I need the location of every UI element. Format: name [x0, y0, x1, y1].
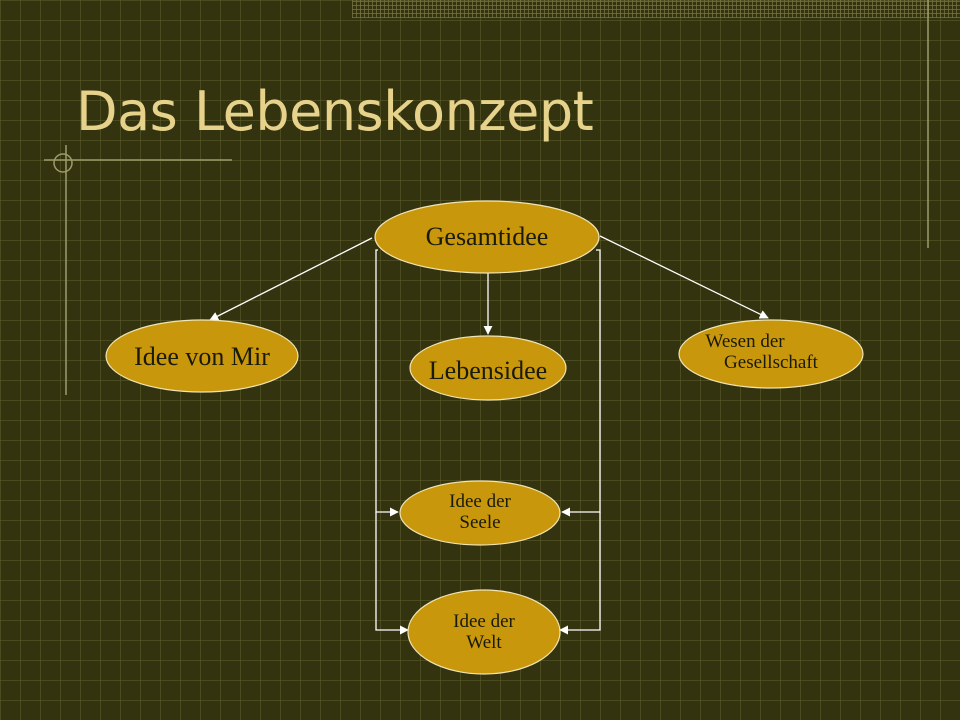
label-idee-der-seele-line2: Seele	[459, 512, 501, 533]
edge-right-bracket-seele	[561, 249, 601, 517]
node-idee-der-welt	[407, 589, 561, 675]
label-idee-von-mir-text: Idee von Mir	[134, 341, 270, 371]
edge-gesamtidee-wesen-der-gesellschaft	[599, 235, 769, 319]
label-wesen-der-gesellschaft-line1: Wesen der	[705, 331, 785, 353]
node-lebensidee	[409, 335, 567, 401]
label-gesamtidee: Gesamtidee	[375, 213, 599, 261]
node-gesamtidee	[374, 200, 600, 274]
edge-gesamtidee-idee-der-welt	[375, 512, 409, 635]
label-idee-der-seele-line1: Idee der	[449, 491, 511, 513]
label-wesen-der-gesellschaft: Wesen der Gesellschaft	[679, 324, 863, 382]
edge-gesamtidee-idee-von-mir	[209, 237, 373, 321]
label-lebensidee: Lebensidee	[410, 348, 566, 394]
label-idee-der-welt-line1: Idee der	[453, 611, 515, 633]
label-idee-der-welt-line2: Welt	[466, 632, 502, 653]
decorative-crosshair	[44, 145, 232, 395]
nodes	[105, 200, 864, 675]
slide-title: Das Lebenskonzept	[76, 80, 594, 143]
label-idee-von-mir: Idee von Mir	[106, 334, 298, 380]
connectors	[209, 235, 769, 635]
node-wesen-der-gesellschaft	[678, 319, 864, 389]
node-idee-von-mir	[105, 319, 299, 393]
label-idee-der-welt: Idee der Welt	[408, 604, 560, 662]
edge-gesamtidee-idee-der-seele	[375, 249, 399, 517]
label-lebensidee-text: Lebensidee	[428, 355, 548, 385]
node-idee-der-seele	[399, 480, 561, 546]
edge-right-bracket-welt	[559, 512, 601, 635]
label-wesen-der-gesellschaft-line2: Gesellschaft	[724, 352, 818, 373]
label-idee-der-seele: Idee der Seele	[400, 484, 560, 542]
label-gesamtidee-text: Gesamtidee	[425, 221, 549, 251]
decorative-top-band	[352, 0, 960, 18]
